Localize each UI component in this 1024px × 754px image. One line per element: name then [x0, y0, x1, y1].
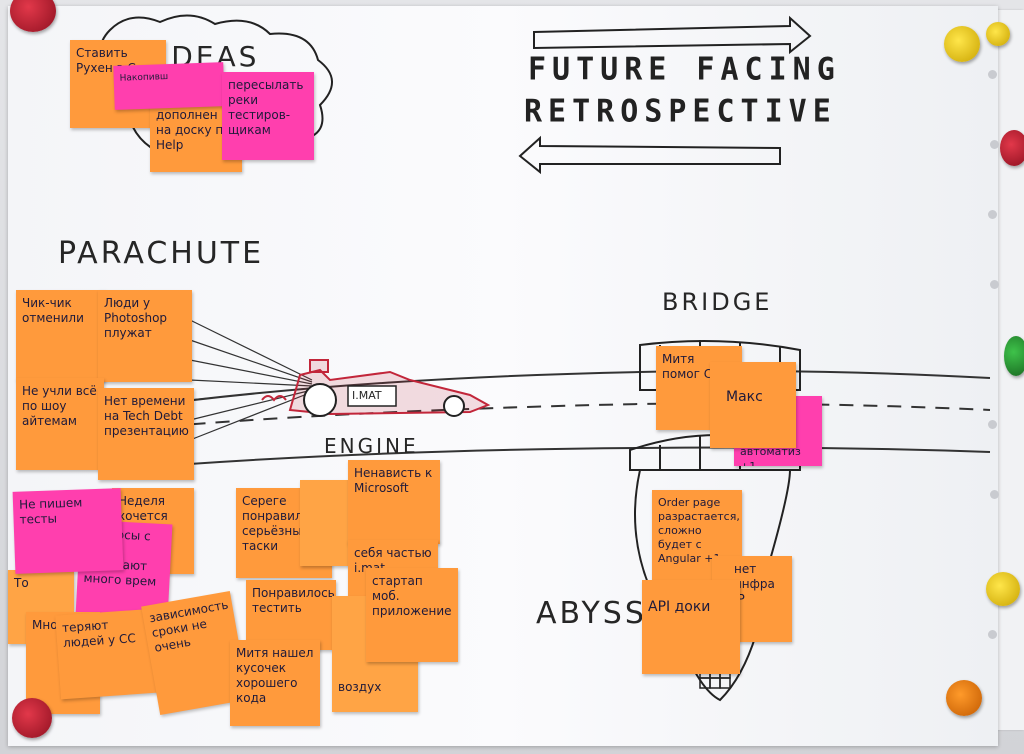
- sticky-note[interactable]: [300, 480, 356, 566]
- parachute-ropes: [189, 319, 313, 441]
- board-title-line-1: FUTURE FACING: [528, 51, 841, 88]
- magnet-yellow-icon: [944, 26, 980, 62]
- punch-hole: [988, 70, 997, 79]
- car-label-box: [347, 385, 397, 407]
- sticky-note[interactable]: Не учли всё по шоу айтемам: [16, 378, 104, 470]
- punch-hole: [988, 420, 997, 429]
- magnet-orange-icon: [946, 680, 982, 716]
- car-wheel-icon: [443, 395, 465, 417]
- sticky-note[interactable]: Макс: [710, 362, 796, 448]
- car-label: I.MAT: [352, 389, 382, 402]
- sticky-note[interactable]: пересылать реки тестиров-щикам: [222, 72, 314, 160]
- sticky-note[interactable]: стартап моб. приложение: [366, 568, 458, 662]
- arrow-left-icon: [518, 135, 781, 175]
- sticky-note[interactable]: Нет времени на Tech Debt презентацию: [98, 388, 194, 480]
- section-abyss-label: ABYSS: [536, 596, 647, 631]
- magnet-red-icon: [1000, 130, 1024, 166]
- punch-hole: [990, 140, 999, 149]
- sticky-note[interactable]: Накопивш: [113, 62, 225, 110]
- magnet-red-icon: [10, 0, 56, 32]
- road-bottom-line: [109, 446, 991, 471]
- sticky-note[interactable]: Чик-чик отменили: [16, 290, 106, 380]
- punch-hole: [988, 630, 997, 639]
- sticky-note[interactable]: Не пишем тесты: [12, 488, 124, 574]
- abyss-chasm: [634, 469, 791, 702]
- arrow-right-icon: [533, 15, 812, 55]
- board-title-line-2: RETROSPECTIVE: [524, 93, 837, 130]
- punch-hole: [988, 210, 997, 219]
- sticky-note[interactable]: Понравилось тестить: [246, 580, 336, 650]
- sticky-note[interactable]: Митя нашел кусочек хорошего кода: [230, 640, 320, 726]
- sticky-note[interactable]: Люди у Photoshop плужат: [98, 290, 192, 382]
- sticky-note[interactable]: Ненависть к Microsoft: [348, 460, 440, 544]
- exhaust-smoke: [261, 395, 287, 402]
- road-center-line: [119, 402, 991, 431]
- magnet-red-icon: [12, 698, 52, 738]
- punch-hole: [990, 280, 999, 289]
- sticky-note[interactable]: Order page разрастается, сложно будет с …: [652, 490, 742, 582]
- sticky-note[interactable]: API доки: [642, 580, 740, 674]
- section-bridge-label: BRIDGE: [662, 288, 773, 316]
- section-engine-label: ENGINE: [324, 434, 419, 458]
- car-wheel-icon: [303, 383, 337, 417]
- punch-hole: [990, 490, 999, 499]
- magnet-yellow-icon: [986, 22, 1010, 46]
- section-parachute-label: PARACHUTE: [58, 236, 265, 271]
- magnet-green-icon: [1004, 336, 1024, 376]
- magnet-yellow-icon: [986, 572, 1020, 606]
